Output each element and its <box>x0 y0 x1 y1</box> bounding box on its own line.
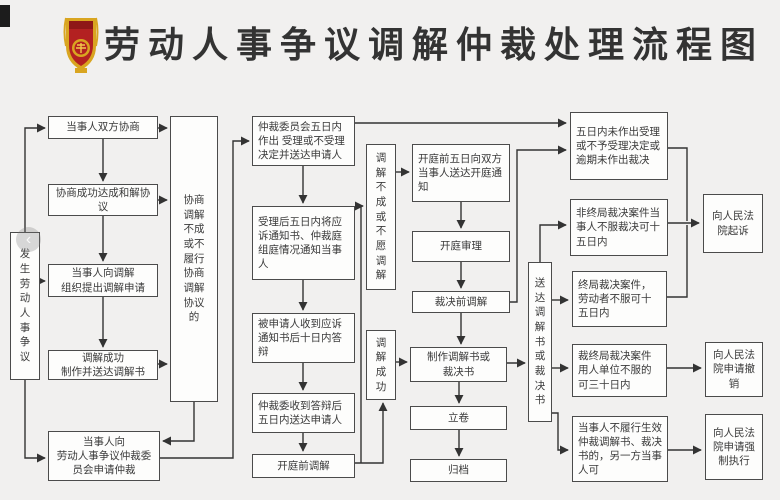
chevron-left-icon: ‹ <box>25 230 32 248</box>
node-deliver-reply-5days: 仲裁委收到答辩后五日内送达申请人 <box>252 393 355 433</box>
node-non-performance: 当事人不履行生效 仲裁调解书、裁决 书的，另一方当事 人可 <box>572 416 668 482</box>
node-archive: 归档 <box>410 459 507 482</box>
node-deliver-award: 送达调解书或裁决书 <box>528 262 552 422</box>
node-negotiation-failed: 协商调解不成或不履行协商调解协议的 <box>170 116 218 402</box>
node-settlement-agreement: 协商成功达成和解协议 <box>48 184 158 216</box>
node-pre-hearing-mediation: 开庭前调解 <box>252 454 355 478</box>
node-respondent-reply-10days: 被申请人收到应诉通知书后十日内答辩 <box>252 313 355 363</box>
node-file-case: 立卷 <box>410 406 507 430</box>
node-parties-negotiate: 当事人双方协商 <box>48 116 158 139</box>
node-pre-award-mediation: 裁决前调解 <box>412 291 510 313</box>
corner-decoration <box>0 5 10 27</box>
node-sue-court: 向人民法 院起诉 <box>703 194 763 253</box>
node-committee-decision-5days: 仲裁委员会五日内 作出 受理或不受理 决定并送达申请人 <box>252 116 355 166</box>
node-mediation-failed: 调解不成或不愿调解 <box>366 144 396 290</box>
node-final-award-employer-30days: 裁终局裁决案件 用人单位不服的 可三十日内 <box>572 344 667 397</box>
back-button-overlay[interactable]: ‹ <box>16 227 41 252</box>
node-court-hearing: 开庭审理 <box>412 231 510 262</box>
node-no-decision-overdue: 五日内未作出受理或不予受理决定或逾期未作出裁决 <box>570 112 668 180</box>
node-apply-revocation: 向人民法 院申请撤 销 <box>705 342 763 397</box>
page-title: 劳动人事争议调解仲裁处理流程图 <box>104 24 765 65</box>
node-dispute-occurs: 发生劳动人事争议 <box>10 232 40 380</box>
node-apply-enforcement: 向人民法 院申请强 制执行 <box>705 414 763 480</box>
node-apply-mediation: 当事人向调解 组织提出调解申请 <box>48 264 158 297</box>
node-hearing-notice: 开庭前五日向双方当事人送达开庭通知 <box>412 144 510 202</box>
node-make-award-document: 制作调解书或 裁决书 <box>410 347 507 382</box>
arbitration-badge-logo <box>63 17 99 73</box>
node-mediation-success: 调解成功 <box>366 330 396 400</box>
node-final-award-worker-15days: 终局裁决案件，劳动者不服可十五日内 <box>572 271 667 327</box>
node-nonfinal-award-15days: 非终局裁决案件当事人不服裁决可十五日内 <box>570 199 668 256</box>
node-apply-arbitration: 当事人向 劳动人事争议仲裁委 员会申请仲裁 <box>48 431 160 481</box>
node-mediation-success-doc: 调解成功 制作并送达调解书 <box>48 350 158 380</box>
node-notify-parties-5days: 受理后五日内将应诉通知书、仲裁庭组庭情况通知当事人 <box>252 206 355 280</box>
